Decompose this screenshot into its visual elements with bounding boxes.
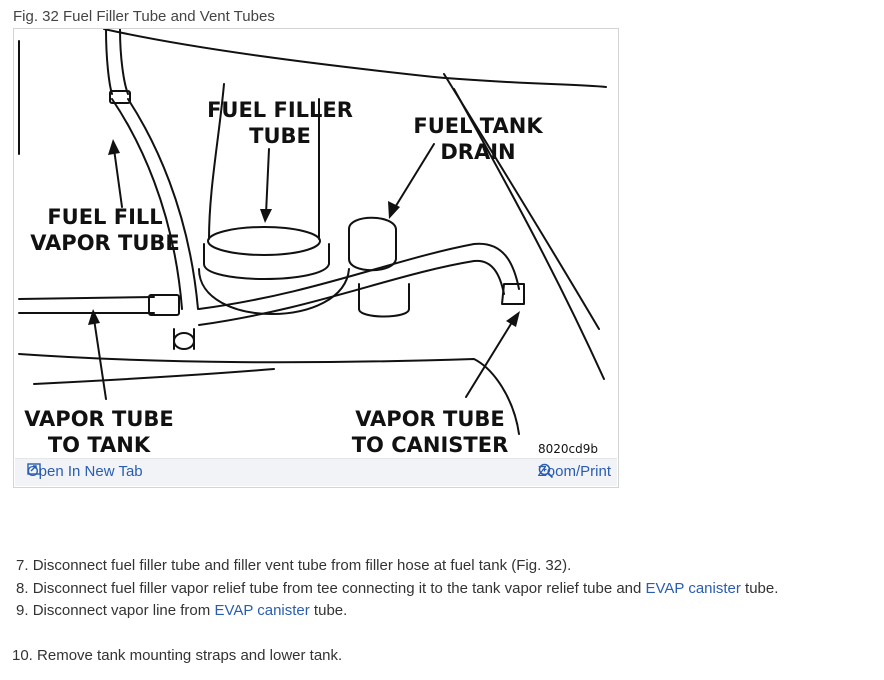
label-fuel-fill-vapor-tube-2: VAPOR TUBE bbox=[30, 231, 180, 255]
step-number: 10. bbox=[12, 646, 33, 664]
label-vapor-tube-to-canister-1: VAPOR TUBE bbox=[355, 407, 505, 431]
step-number: 9. bbox=[16, 602, 29, 619]
evap-canister-link[interactable]: EVAP canister bbox=[645, 579, 741, 597]
figure-caption: Fig. 32 Fuel Filler Tube and Vent Tubes bbox=[13, 8, 275, 25]
label-vapor-tube-to-tank-1: VAPOR TUBE bbox=[24, 407, 174, 431]
step-number: 7. bbox=[16, 557, 29, 574]
step-8: 8. Disconnect fuel filler vapor relief t… bbox=[16, 578, 778, 601]
label-vapor-tube-to-canister-2: TO CANISTER bbox=[352, 433, 509, 457]
zoom-print-label: Zoom/Print bbox=[537, 463, 611, 480]
open-in-new-tab-link[interactable]: Open In New Tab bbox=[27, 463, 143, 480]
step-text-end: tube. bbox=[740, 579, 779, 597]
figure-container: FUEL FILLER TUBE FUEL TANK DRAIN FUEL FI… bbox=[13, 28, 619, 488]
label-fuel-tank-drain-1: FUEL TANK bbox=[413, 114, 543, 138]
step-text: Disconnect vapor line from bbox=[32, 602, 215, 619]
step-text: Remove tank mounting straps and lower ta… bbox=[37, 646, 343, 664]
fuel-system-illustration: FUEL FILLER TUBE FUEL TANK DRAIN FUEL FI… bbox=[18, 29, 607, 457]
instruction-steps: 7. Disconnect fuel filler tube and fille… bbox=[12, 555, 778, 667]
step-7: 7. Disconnect fuel filler tube and fille… bbox=[16, 555, 778, 578]
zoom-print-link[interactable]: Zoom/Print bbox=[538, 463, 611, 480]
label-fuel-filler-tube-2: TUBE bbox=[249, 124, 311, 148]
step-10: 10. Remove tank mounting straps and lowe… bbox=[12, 645, 778, 668]
step-9: 9. Disconnect vapor line from EVAP canis… bbox=[16, 600, 778, 623]
evap-canister-link[interactable]: EVAP canister bbox=[214, 602, 310, 619]
zoom-icon bbox=[538, 463, 553, 479]
step-text: Disconnect fuel filler vapor relief tube… bbox=[32, 579, 646, 597]
label-fuel-tank-drain-2: DRAIN bbox=[440, 140, 515, 164]
open-in-new-tab-label: Open In New Tab bbox=[27, 463, 143, 480]
open-new-tab-icon bbox=[27, 463, 41, 475]
figure-code: 8020cd9b bbox=[538, 442, 598, 456]
step-text-end: tube. bbox=[309, 602, 348, 619]
step-text: Disconnect fuel filler tube and filler v… bbox=[32, 557, 572, 574]
step-number: 8. bbox=[16, 579, 29, 597]
label-fuel-filler-tube-1: FUEL FILLER bbox=[207, 98, 353, 122]
label-vapor-tube-to-tank-2: TO TANK bbox=[48, 433, 151, 457]
figure-footer: Open In New Tab Zoom/Print bbox=[15, 458, 617, 486]
label-fuel-fill-vapor-tube-1: FUEL FILL bbox=[47, 205, 162, 229]
